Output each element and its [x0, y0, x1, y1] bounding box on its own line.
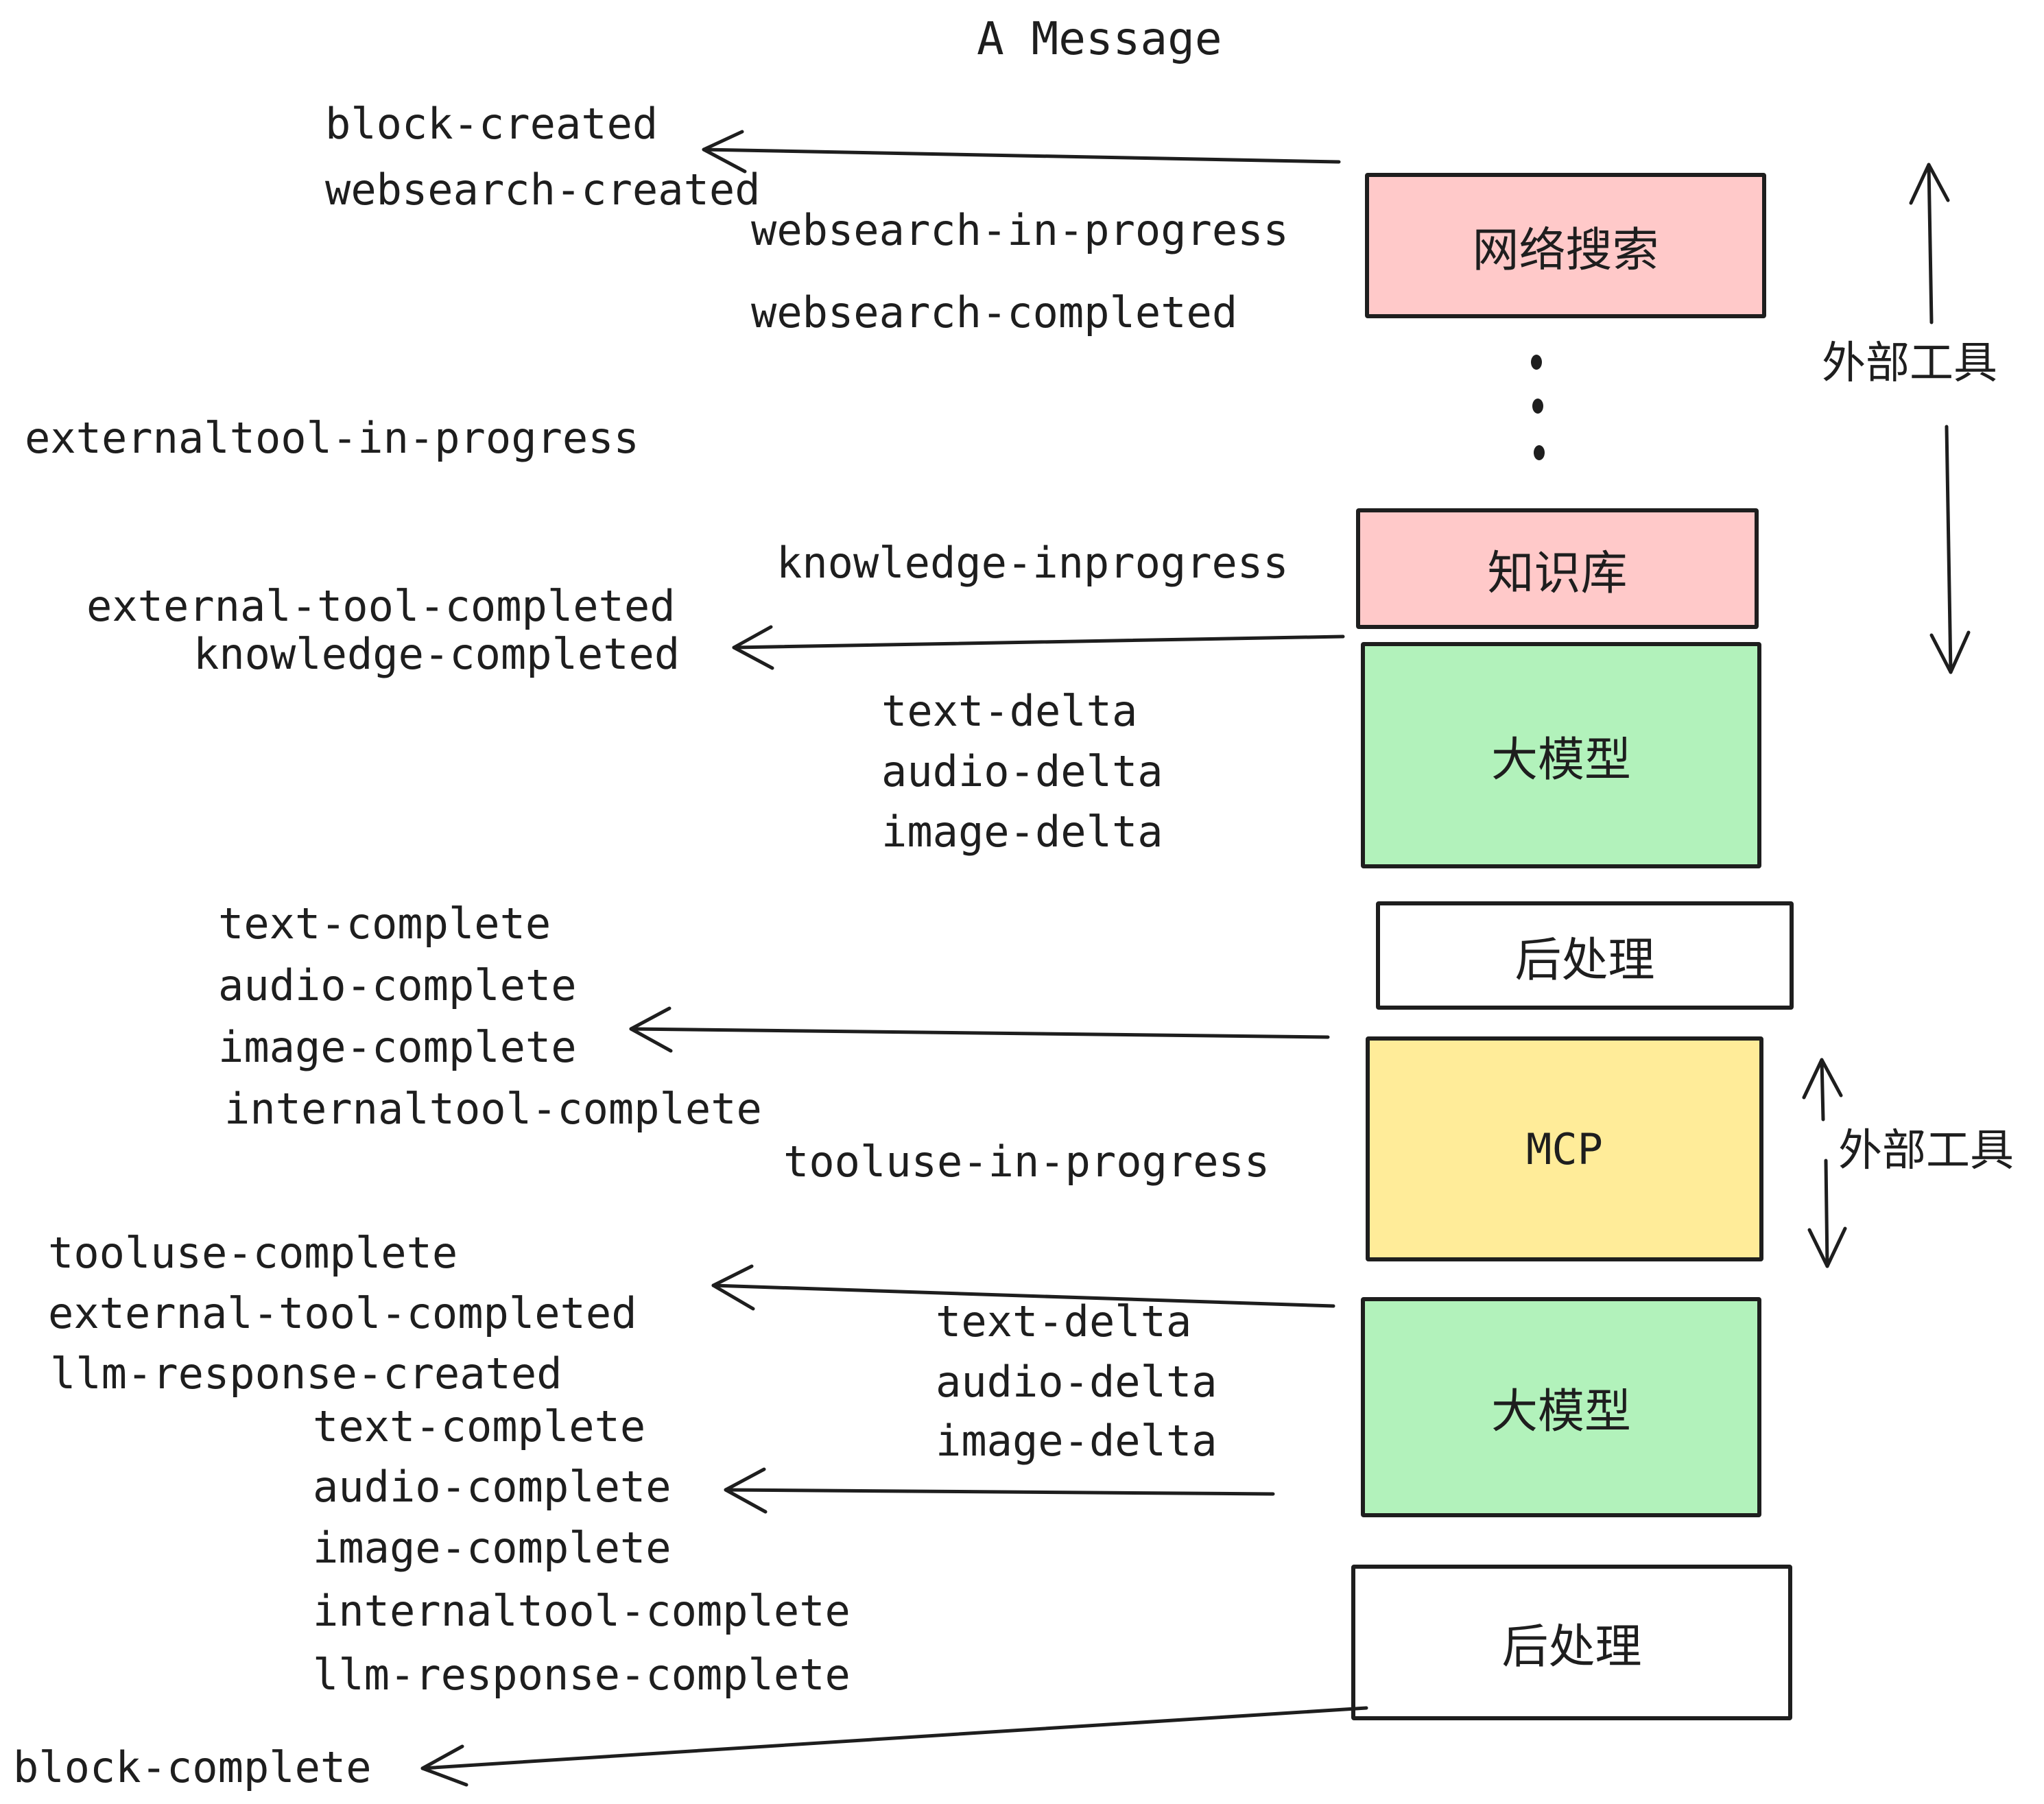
event-audio-delta-1: audio-delta	[881, 746, 1163, 796]
event-llm-response-complete: llm-response-complete	[313, 1650, 851, 1700]
event-image-complete-2: image-complete	[313, 1523, 672, 1573]
box-knowledge: 知识库	[1356, 508, 1759, 629]
arrow-external-tools-top-down	[1929, 425, 1971, 674]
arrow-to-block-complete	[420, 1706, 1368, 1787]
event-audio-complete-2: audio-complete	[313, 1462, 672, 1512]
event-text-delta-1: text-delta	[881, 686, 1138, 736]
box-post-1-label: 后处理	[1514, 934, 1655, 986]
event-websearch-created: websearch-created	[325, 165, 761, 215]
box-post-2-label: 后处理	[1501, 1621, 1642, 1673]
box-post-1: 后处理	[1376, 901, 1794, 1010]
event-text-delta-2: text-delta	[936, 1296, 1192, 1346]
arrow-to-audio-complete	[724, 1467, 1275, 1514]
event-tooluse-in-progress: tooluse-in-progress	[783, 1137, 1270, 1187]
event-audio-delta-2: audio-delta	[936, 1357, 1217, 1407]
event-block-complete: block-complete	[13, 1742, 372, 1792]
box-websearch: 网络搜索	[1365, 173, 1766, 318]
event-text-complete-1: text-complete	[218, 899, 551, 949]
event-knowledge-completed: knowledge-completed	[193, 629, 680, 679]
event-internaltool-complete-2: internaltool-complete	[313, 1586, 851, 1636]
annotation-external-tools-mid: 外部工具	[1838, 1126, 2014, 1175]
event-image-delta-2: image-delta	[936, 1416, 1217, 1466]
event-websearch-completed: websearch-completed	[751, 287, 1238, 337]
event-external-tool-completed-2: external-tool-completed	[48, 1288, 637, 1338]
event-tooluse-complete: tooluse-complete	[48, 1228, 458, 1278]
box-llm-1: 大模型	[1361, 642, 1761, 868]
event-image-delta-1: image-delta	[881, 807, 1163, 857]
arrow-external-tools-top-up	[1909, 163, 1950, 324]
arrow-to-knowledge-completed	[732, 625, 1345, 670]
event-block-created: block-created	[325, 99, 658, 149]
page-title: A Message	[977, 12, 1222, 65]
event-audio-complete-1: audio-complete	[218, 960, 577, 1010]
box-knowledge-label: 知识库	[1487, 547, 1628, 600]
box-llm-2: 大模型	[1361, 1297, 1761, 1517]
box-mcp: MCP	[1366, 1036, 1763, 1261]
event-llm-response-created: llm-response-created	[50, 1349, 562, 1399]
box-mcp-label: MCP	[1526, 1124, 1603, 1174]
annotation-external-tools-top: 外部工具	[1822, 338, 1997, 388]
arrow-to-websearch-created	[702, 130, 1341, 174]
event-knowledge-inprogress: knowledge-inprogress	[776, 538, 1289, 588]
event-text-complete-2: text-complete	[313, 1401, 646, 1451]
box-websearch-label: 网络搜索	[1472, 224, 1659, 276]
event-websearch-in-progress: websearch-in-progress	[751, 205, 1289, 255]
arrow-external-tools-mid-up	[1802, 1058, 1843, 1121]
event-internaltool-complete-1: internaltool-complete	[224, 1084, 762, 1134]
event-external-tool-completed-1: external-tool-completed	[86, 581, 676, 631]
event-image-complete-1: image-complete	[218, 1022, 577, 1072]
event-externaltool-in-progress: externaltool-in-progress	[25, 413, 639, 463]
box-llm-2-label: 大模型	[1490, 1386, 1631, 1438]
arrow-to-image-complete	[629, 1006, 1330, 1053]
box-post-2: 后处理	[1351, 1565, 1792, 1720]
box-llm-1-label: 大模型	[1490, 733, 1631, 786]
vertical-ellipsis-icon	[1531, 355, 1545, 460]
